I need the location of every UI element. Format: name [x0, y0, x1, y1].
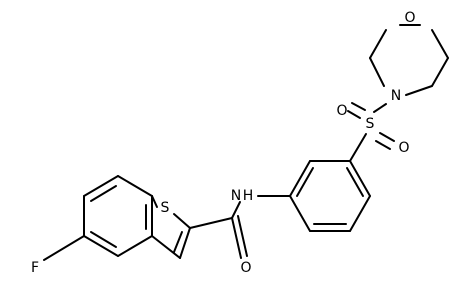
bond — [43, 235, 85, 261]
thiophene-sulfur-atom-label: S — [161, 200, 170, 216]
bond — [83, 175, 119, 197]
bond — [90, 231, 117, 248]
bond — [369, 29, 387, 59]
carbonyl-oxygen-atom-label: O — [240, 260, 251, 276]
bond — [351, 102, 366, 111]
bond — [173, 213, 191, 229]
bond — [231, 201, 241, 219]
bond — [405, 85, 433, 96]
amide-nitrogen-atom-label: N — [231, 188, 241, 204]
bond — [179, 227, 191, 259]
bond — [289, 195, 311, 232]
bond-lines — [43, 24, 449, 261]
bond — [369, 57, 385, 87]
bond — [379, 132, 395, 142]
bond — [231, 217, 242, 259]
bond — [90, 185, 117, 202]
sulfonyl-oxygen-bottom-atom-label: O — [398, 140, 409, 156]
fluorine-atom-label: F — [31, 260, 39, 276]
sulfonyl-oxygen-top-atom-label: O — [336, 103, 347, 119]
bond — [375, 140, 391, 150]
bond — [83, 235, 119, 257]
bond — [347, 110, 361, 119]
bond — [349, 160, 371, 197]
sulfonyl-sulfur-atom-label: S — [366, 116, 375, 132]
bond — [289, 160, 311, 197]
bond — [151, 235, 181, 259]
bond — [117, 235, 153, 257]
bond — [173, 231, 183, 253]
bond — [431, 29, 449, 59]
bond — [349, 195, 371, 232]
bond — [189, 217, 233, 229]
bond — [296, 167, 314, 197]
bond — [349, 133, 367, 162]
bond — [431, 57, 449, 87]
amide-hydrogen-atom-label: H — [243, 188, 254, 204]
atom-labels: F S N H O S O O N O — [31, 10, 416, 276]
bond — [151, 195, 158, 208]
bond — [346, 167, 364, 197]
bond — [117, 175, 153, 197]
bond — [237, 215, 248, 257]
bond — [373, 103, 387, 113]
morpholine-oxygen-atom-label: O — [404, 10, 415, 26]
morpholine-nitrogen-atom-label: N — [391, 88, 401, 104]
